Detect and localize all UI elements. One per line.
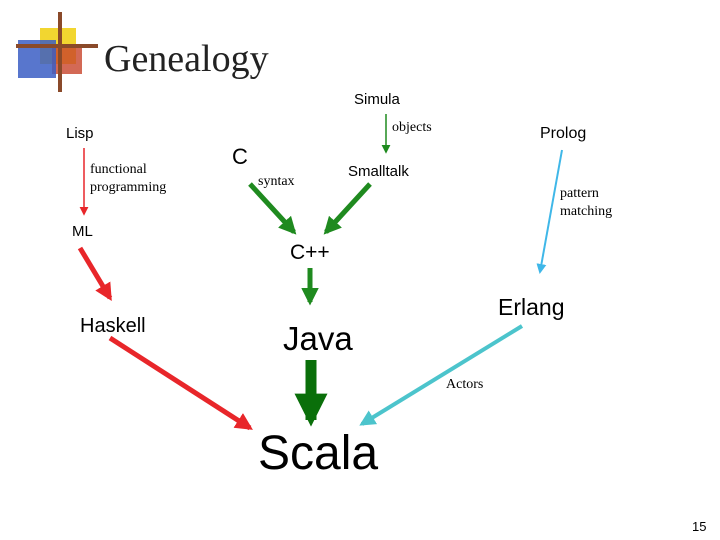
- node-prolog: Prolog: [540, 125, 587, 142]
- node-erlang: Erlang: [498, 294, 565, 320]
- edge-label-programming: programming: [90, 180, 167, 195]
- node-cpp: C++: [290, 241, 330, 264]
- arrow-prolog-to-erlang: [536, 149, 563, 274]
- node-c: C: [232, 144, 248, 169]
- edge-label-objects: objects: [392, 120, 432, 135]
- arrow-ml-to-haskell: [77, 246, 113, 302]
- arrow-c-to-cpp: [248, 182, 297, 235]
- arrow-erlang-to-scala: [359, 324, 524, 426]
- edge-label-pattern: pattern: [560, 186, 599, 201]
- node-simula: Simula: [354, 91, 400, 108]
- edge-label-syntax: syntax: [258, 174, 295, 189]
- slide-title: Genealogy: [104, 38, 269, 80]
- arrow-smalltalk-to-cpp: [323, 182, 372, 235]
- edge-label-actors: Actors: [446, 377, 484, 392]
- logo-vertical-bar: [58, 12, 62, 92]
- edge-label-matching: matching: [560, 204, 613, 219]
- arrow-haskell-to-scala: [108, 335, 253, 431]
- node-java: Java: [283, 320, 353, 357]
- node-smalltalk: Smalltalk: [348, 163, 409, 180]
- edge-label-functional: functional: [90, 162, 147, 177]
- logo-red-square: [52, 44, 82, 74]
- node-ml: ML: [72, 223, 93, 240]
- node-haskell: Haskell: [80, 315, 146, 337]
- page-number: 15: [692, 519, 707, 534]
- node-scala: Scala: [258, 427, 379, 480]
- logo-icon: [16, 12, 98, 92]
- logo-horizontal-bar: [16, 44, 98, 48]
- node-lisp: Lisp: [66, 125, 94, 142]
